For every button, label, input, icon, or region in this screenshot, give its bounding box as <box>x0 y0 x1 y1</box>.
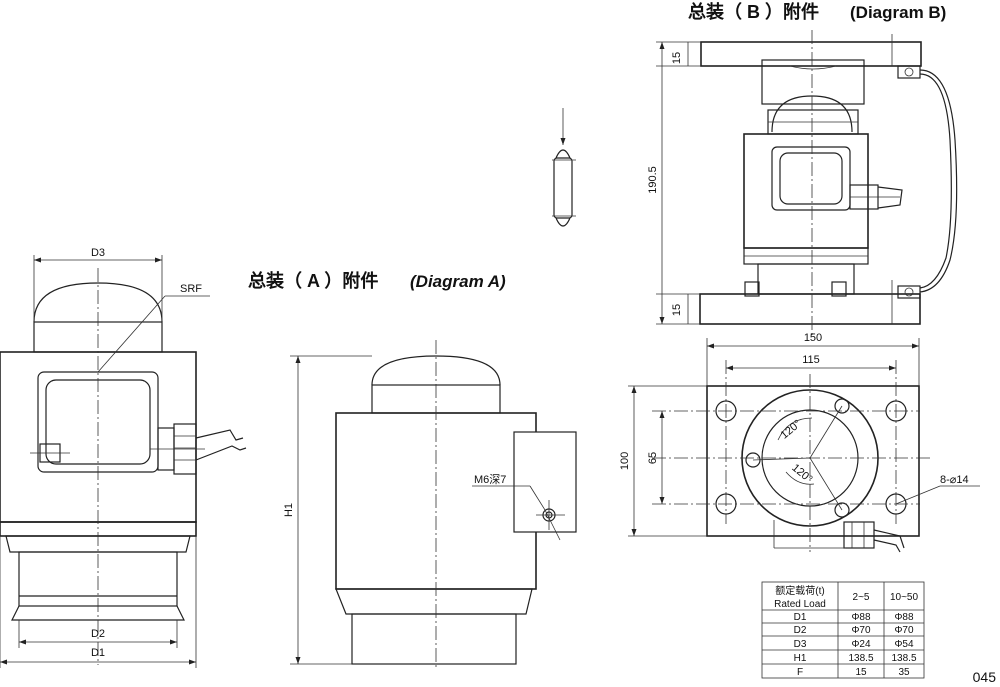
assembly-b-elevation: 15 190.5 15 <box>647 30 958 336</box>
title-diagram-b: 总装（ B ）附件 (Diagram B) <box>688 1 946 22</box>
title-b-en: (Diagram B) <box>850 3 946 22</box>
table-row-v1: Φ70 <box>851 625 871 636</box>
table-row-v2: 35 <box>898 667 910 678</box>
load-pin-detail <box>552 108 576 227</box>
table-row-name: F <box>797 667 803 678</box>
table-col1: 2~5 <box>853 592 870 603</box>
label-angle-b: 120° <box>789 462 814 486</box>
table-header-en: Rated Load <box>774 599 826 610</box>
label-srf: SRF <box>180 283 202 295</box>
table-header-cn: 额定载荷(t) <box>775 584 824 597</box>
table-row-v2: 138.5 <box>891 653 916 664</box>
label-100: 100 <box>619 452 631 470</box>
label-150: 150 <box>804 332 822 344</box>
rated-load-table: 额定载荷(t) Rated Load 2~5 10~50 D1 Φ88 Φ88 … <box>761 581 925 679</box>
label-angle-a: 120° <box>778 418 803 442</box>
table-col2: 10~50 <box>890 592 919 603</box>
label-d1: D1 <box>91 647 105 659</box>
table-row-name: D1 <box>794 612 807 623</box>
label-d2: D2 <box>91 628 105 640</box>
table-row-name: D3 <box>794 639 807 650</box>
label-115: 115 <box>802 354 820 366</box>
label-holes: 8-⌀14 <box>940 474 969 486</box>
title-a-cn: 总装（ A ）附件 <box>248 270 378 291</box>
label-15-bottom: 15 <box>671 304 683 316</box>
label-190-5: 190.5 <box>647 166 659 194</box>
side-view-middle: M6深7 H1 <box>283 340 577 670</box>
label-m6: M6深7 <box>474 473 506 486</box>
table-row-v2: Φ54 <box>894 639 914 650</box>
table-row-v1: 138.5 <box>848 653 873 664</box>
label-h1: H1 <box>283 503 295 517</box>
table-row-name: D2 <box>794 625 807 636</box>
page-number: 045 <box>972 669 996 685</box>
table-row-v2: Φ70 <box>894 625 914 636</box>
front-view-left: D3 SRF D2 D1 <box>0 247 247 668</box>
label-15-top: 15 <box>671 52 683 64</box>
table-row-v1: Φ24 <box>851 639 871 650</box>
title-diagram-a: 总装（ A ）附件 (Diagram A) <box>248 270 506 291</box>
table-row-v1: 15 <box>855 667 867 678</box>
title-a-en: (Diagram A) <box>410 272 506 291</box>
assembly-b-plan: 120° 120° 150 115 100 65 8 <box>619 332 980 553</box>
table-row-name: H1 <box>794 653 807 664</box>
label-d3: D3 <box>91 247 105 259</box>
title-b-cn: 总装（ B ）附件 <box>688 1 819 22</box>
table-row-v2: Φ88 <box>894 612 914 623</box>
label-65: 65 <box>647 452 659 464</box>
table-row-v1: Φ88 <box>851 612 871 623</box>
